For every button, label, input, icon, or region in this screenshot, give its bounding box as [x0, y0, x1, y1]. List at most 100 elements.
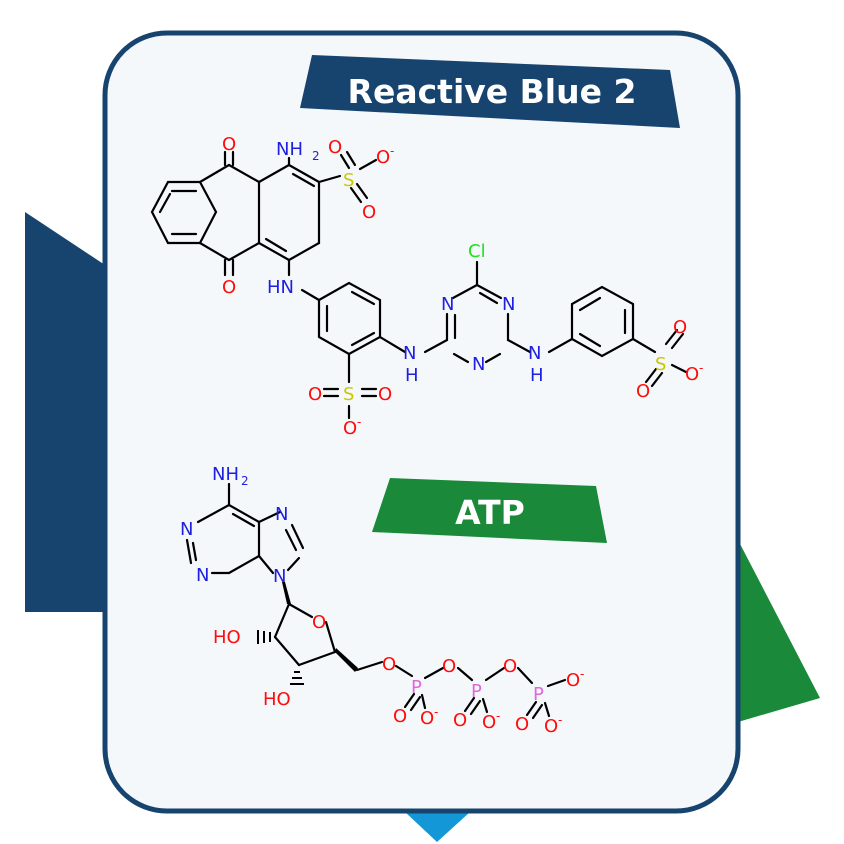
bond — [547, 337, 574, 354]
title-bottom: ATP — [455, 493, 525, 532]
bond — [350, 331, 376, 347]
bond — [273, 602, 291, 639]
atom-label: Cl — [468, 241, 486, 262]
bond — [231, 512, 256, 528]
bond — [284, 528, 298, 552]
atom-label: O — [503, 656, 517, 677]
atom-label: N — [275, 504, 288, 525]
bond — [456, 666, 474, 682]
bond — [644, 367, 658, 384]
atom-label: O — [222, 277, 236, 298]
atom-label: HO — [263, 689, 291, 710]
bond — [664, 328, 679, 346]
atom-label: N — [441, 294, 454, 315]
atom-label: N — [273, 566, 286, 587]
atom-label: S — [343, 384, 354, 405]
bond — [290, 523, 305, 550]
atom-label: P — [471, 681, 482, 702]
bond — [403, 692, 416, 709]
bond — [478, 291, 499, 305]
atom-label: O — [442, 656, 456, 677]
atom-label: O — [362, 202, 376, 223]
bond — [650, 371, 664, 388]
navy-accent-shape — [25, 212, 105, 612]
bond — [287, 163, 321, 184]
bond — [355, 182, 369, 200]
bond — [198, 163, 231, 184]
atom-label: - — [558, 713, 562, 727]
atom-label: 2 — [312, 149, 320, 163]
atom-label: - — [699, 361, 703, 375]
atom-label: O — [312, 612, 326, 633]
atom-label: N — [196, 565, 209, 586]
bond — [191, 541, 198, 562]
title-banner-bottom — [372, 478, 607, 543]
bond — [198, 241, 231, 262]
bond — [349, 186, 363, 204]
bond — [350, 290, 376, 306]
atom-label: O — [420, 708, 434, 729]
bond — [484, 666, 506, 682]
bond — [185, 538, 193, 565]
reactive-blue-2-structure: O O NH 2 S O O - O HN S O O O - N H N N … — [150, 134, 703, 439]
bond — [287, 241, 321, 262]
bond — [469, 699, 482, 716]
bond — [670, 332, 685, 350]
bond — [257, 554, 275, 575]
bond — [484, 352, 502, 364]
atom-label: NH — [276, 139, 303, 160]
bond — [300, 288, 321, 302]
atom-label: O — [328, 137, 342, 158]
bond — [631, 337, 657, 354]
atom-label: O — [544, 716, 558, 737]
bond — [355, 660, 384, 672]
atom-label: O — [566, 670, 580, 691]
atom-label: P — [411, 677, 422, 698]
atom-label: HO — [213, 627, 241, 648]
bond — [570, 285, 635, 358]
bond — [196, 503, 231, 524]
atom-label: O — [673, 317, 687, 338]
bond — [409, 695, 422, 712]
bond — [546, 678, 567, 688]
atom-label: N — [403, 343, 416, 364]
atom-label: O — [636, 381, 650, 402]
bond — [475, 283, 503, 300]
bond — [670, 363, 688, 374]
bond — [423, 666, 445, 680]
bond — [525, 700, 538, 717]
bond — [227, 241, 261, 262]
bond — [578, 332, 602, 348]
bond — [286, 556, 301, 572]
atom-label: N — [502, 294, 515, 315]
bond — [452, 352, 470, 364]
bond — [264, 237, 288, 253]
atom-label: O — [515, 714, 529, 735]
bond — [257, 163, 291, 184]
atom-label: N — [180, 519, 193, 540]
bond — [516, 666, 534, 685]
atp-structure: NH 2 N N N N O HO HO O P O P O P O - O O… — [180, 464, 584, 737]
atom-label: O — [453, 710, 467, 731]
atom-label: O — [482, 712, 496, 733]
atom-label: S — [343, 170, 354, 191]
atom-label: - — [357, 415, 361, 429]
bond — [578, 296, 602, 312]
atom-label: O — [308, 384, 322, 405]
bond — [506, 338, 532, 354]
bond — [463, 696, 476, 713]
atom-label: H — [530, 365, 544, 386]
bond — [257, 241, 291, 262]
bond — [481, 697, 489, 714]
title-top: Reactive Blue 2 — [348, 72, 637, 111]
atom-label: O — [382, 654, 396, 675]
bond — [227, 503, 261, 524]
bond — [531, 703, 544, 720]
atom-label: S — [655, 354, 666, 375]
atom-label: O — [393, 706, 407, 727]
atom-label: - — [580, 667, 584, 681]
bond — [451, 283, 479, 300]
atom-label: H — [405, 365, 419, 386]
atom-label: O — [343, 418, 357, 439]
bond — [378, 335, 407, 354]
